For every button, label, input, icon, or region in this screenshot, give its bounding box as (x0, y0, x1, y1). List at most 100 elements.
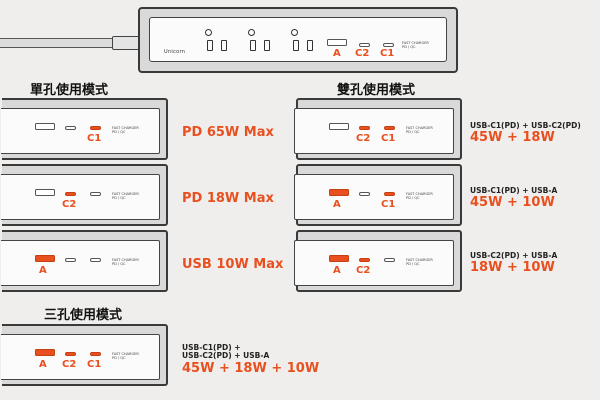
fast-charger-line1: FAST CHARGER (406, 192, 433, 196)
usb-a-port (35, 123, 55, 130)
usb-c1-port (384, 258, 395, 262)
ac-outlet-1 (204, 28, 234, 54)
fast-charger-line1: FAST CHARGER (402, 41, 429, 45)
prong-hole (293, 40, 299, 51)
prong-hole (250, 40, 256, 51)
usb-a-port (329, 189, 349, 196)
dual-desc-3: USB-C2(PD) + USB-A (470, 251, 558, 260)
usb-c1-label: C1 (381, 199, 396, 210)
triple-mode-heading: 三孔使用模式 (44, 308, 123, 323)
prong-hole (264, 40, 270, 51)
usb-c1-port (383, 43, 394, 47)
usb-c2-label: C2 (356, 133, 371, 144)
prong-hole (307, 40, 313, 51)
prong-hole (221, 40, 227, 51)
usb-c2-label: C2 (356, 265, 371, 276)
fast-charger-line1: FAST CHARGER (406, 126, 433, 130)
usb-a-label: A (39, 265, 47, 276)
power-strip-face: Unicorn A C2 C1 FAST CHARGER PD / QC (149, 17, 447, 62)
prong-hole (207, 40, 213, 51)
fast-charger-line1: FAST CHARGER (112, 258, 139, 262)
dual-desc-1: USB-C1(PD) + USB-C2(PD) (470, 121, 581, 130)
usb-c1-port (90, 258, 101, 262)
single-spec-a: USB 10W Max (182, 257, 284, 272)
fast-charger-line2: PD / QC (112, 262, 126, 266)
dual-power-1: 45W + 18W (470, 130, 555, 145)
ac-outlet-2 (247, 28, 277, 54)
brand-logo: Unicorn (164, 49, 186, 55)
dual-power-3: 18W + 10W (470, 260, 555, 275)
fast-charger-text: FAST CHARGER PD / QC (402, 41, 429, 49)
fast-charger-line2: PD / QC (112, 356, 126, 360)
fast-charger-line2: PD / QC (406, 262, 420, 266)
single-mode-heading: 單孔使用模式 (30, 83, 109, 98)
port-label-a: A (333, 48, 341, 59)
dual-desc-2: USB-C1(PD) + USB-A (470, 186, 558, 195)
single-spec-c1: PD 65W Max (182, 125, 274, 140)
fast-charger-line1: FAST CHARGER (406, 258, 433, 262)
dual-mode-heading: 雙孔使用模式 (337, 83, 416, 98)
usb-c2-port (65, 126, 76, 130)
usb-c1-label: C1 (87, 133, 102, 144)
usb-c2-port (359, 258, 370, 262)
usb-a-label: A (333, 265, 341, 276)
ac-outlet-3 (290, 28, 320, 54)
dual-power-2: 45W + 10W (470, 195, 555, 210)
usb-a-port (35, 255, 55, 262)
triple-desc-line1: USB-C1(PD) + (182, 343, 241, 352)
usb-a-port (35, 349, 55, 356)
usb-c1-label: C1 (381, 133, 396, 144)
fast-charger-line2: PD / QC (406, 196, 420, 200)
ground-hole (291, 29, 298, 36)
usb-a-label: A (333, 199, 341, 210)
usb-c1-port (90, 192, 101, 196)
usb-c2-label: C2 (62, 199, 77, 210)
power-strip: Unicorn A C2 C1 FAST CHARGER PD / QC (138, 7, 458, 73)
usb-c2-port (359, 43, 370, 47)
usb-c2-port (65, 258, 76, 262)
usb-c1-port (384, 126, 395, 130)
triple-desc-line2: USB-C2(PD) + USB-A (182, 351, 270, 360)
usb-c2-port (359, 126, 370, 130)
fast-charger-line2: PD / QC (406, 130, 420, 134)
ground-hole (205, 29, 212, 36)
usb-a-port (329, 123, 349, 130)
port-label-c2: C2 (355, 48, 370, 59)
usb-c2-label: C2 (62, 359, 77, 370)
single-spec-c2: PD 18W Max (182, 191, 274, 206)
usb-c1-port (384, 192, 395, 196)
usb-a-port (327, 39, 347, 46)
fast-charger-line2: PD / QC (112, 196, 126, 200)
usb-a-label: A (39, 359, 47, 370)
fast-charger-line1: FAST CHARGER (112, 352, 139, 356)
usb-c2-port (65, 352, 76, 356)
usb-a-port (329, 255, 349, 262)
usb-a-port (35, 189, 55, 196)
usb-c2-port (359, 192, 370, 196)
port-label-c1: C1 (380, 48, 395, 59)
usb-c1-label: C1 (87, 359, 102, 370)
fast-charger-line1: FAST CHARGER (112, 192, 139, 196)
ground-hole (248, 29, 255, 36)
usb-c1-port (90, 352, 101, 356)
